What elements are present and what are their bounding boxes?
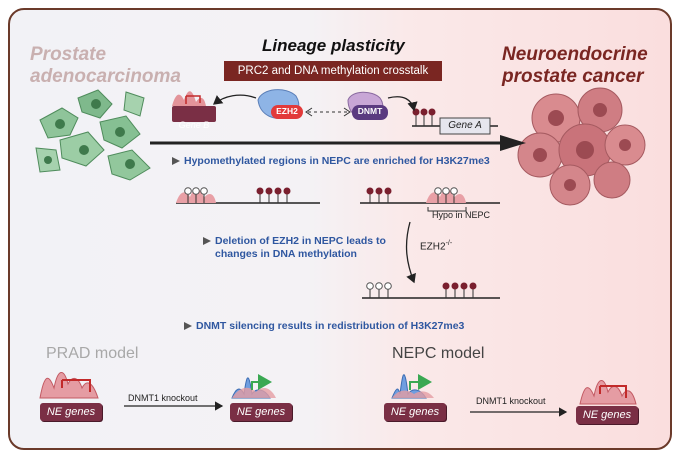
prad-before-peaks	[39, 372, 99, 399]
ezh2-ko-methylation-track	[362, 282, 500, 299]
nepc-model-title: NEPC model	[392, 345, 485, 362]
ezh2-knockout-label: EZH2-/-	[420, 240, 453, 253]
prostate-cells-icon	[35, 89, 151, 181]
ezh2-label: EZH2	[276, 106, 298, 116]
gene-b-icon	[172, 91, 216, 122]
prad-after-peaks	[231, 374, 276, 399]
ezh2-complex-icon	[257, 89, 303, 119]
ezh2-to-gene-b-arrow	[212, 94, 257, 105]
prad-methylation-track	[176, 187, 320, 204]
ezh2-ko-arrow	[405, 221, 416, 284]
diagram-title: Lineage plasticity	[262, 36, 405, 55]
nepc-dnmt1-ko-label: DNMT1 knockout	[476, 396, 546, 406]
ne-genes-box-prad-after: NE genes	[230, 403, 292, 421]
nepc-before-peaks	[391, 374, 434, 399]
prad-model-title: PRAD model	[46, 345, 139, 362]
dnmt-to-gene-a-arrow	[387, 96, 418, 112]
nepc-after-peaks	[579, 380, 637, 405]
figure-frame	[8, 8, 672, 450]
dnmt-label: DNMT	[357, 106, 383, 116]
neuroendocrine-cells-icon	[517, 87, 646, 206]
ne-genes-box-nepc-before: NE genes	[384, 403, 446, 421]
ne-genes-box-nepc-after: NE genes	[576, 406, 638, 424]
ne-genes-box-prad-before: NE genes	[40, 403, 102, 421]
gene-a-label: Gene A	[448, 120, 482, 131]
dnmt-complex-icon	[347, 91, 388, 120]
hypo-in-nepc-label: Hypo in NEPC	[432, 210, 491, 220]
bullet-hypomethylated: Hypomethylated regions in NEPC are enric…	[184, 155, 490, 167]
prad-dnmt1-ko-label: DNMT1 knockout	[128, 393, 198, 403]
gene-a-icon	[412, 108, 498, 135]
gene-b-label: Gene B	[178, 120, 210, 130]
subtitle-banner: PRC2 and DNA methylation crosstalk	[224, 61, 442, 81]
bullet-dnmt-silencing: DNMT silencing results in redistribution…	[196, 320, 465, 332]
nepc-methylation-track	[360, 187, 500, 212]
